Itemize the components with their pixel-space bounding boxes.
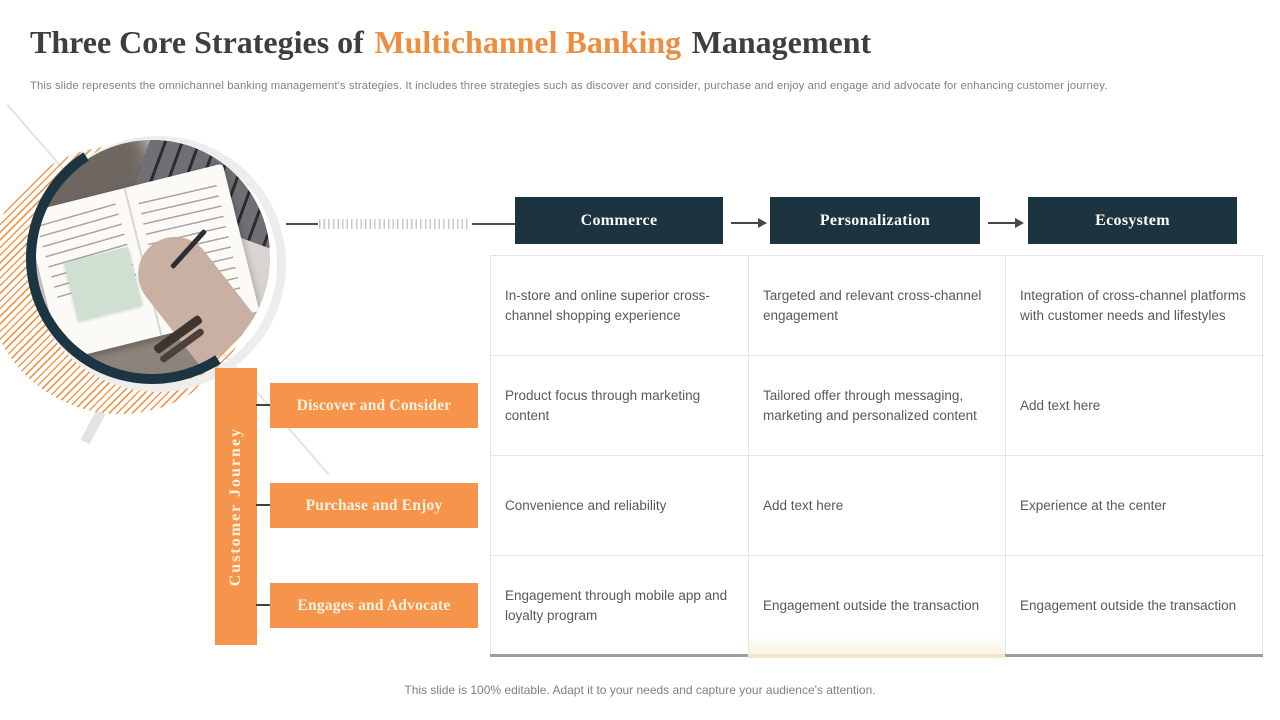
customer-journey-label: Customer Journey [227, 426, 244, 587]
stage-connector [256, 404, 270, 406]
title-part2: Management [691, 24, 872, 60]
table-cell: Add text here [1006, 356, 1264, 456]
slide-subtitle: This slide represents the omnichannel ba… [30, 80, 1108, 92]
stage-connector [256, 504, 270, 506]
table-bottom-bar-gray [1005, 654, 1263, 657]
footer-note: This slide is 100% editable. Adapt it to… [404, 683, 876, 697]
flow-step-commerce: Commerce [515, 197, 723, 244]
title-part1: Three Core Strategies of [30, 24, 364, 60]
table-cell: Add text here [749, 456, 1006, 556]
table-bottom-bar-gray [490, 654, 748, 657]
flow-step-personalization: Personalization [770, 197, 980, 244]
table-cell: Engagement outside the transaction [1020, 598, 1237, 614]
connector-ticks [319, 219, 471, 229]
table-bottom-bar-cream [748, 654, 1005, 658]
table-cell: Product focus through marketing content [491, 356, 749, 456]
flow-step-ecosystem: Ecosystem [1028, 197, 1237, 244]
arrow-right-icon [731, 218, 767, 228]
table-cell: Targeted and relevant cross-channel enga… [749, 256, 1006, 356]
stage-engages-and-advocate: Engages and Advocate [270, 583, 478, 628]
stage-connector [256, 604, 270, 606]
diagonal-line-stub [80, 409, 106, 445]
table-cell: Tailored offer through messaging, market… [749, 356, 1006, 456]
customer-journey-axis: Customer Journey [215, 368, 257, 645]
table-cell: Engagement outside the transaction [749, 556, 1006, 656]
connector-line-left [286, 223, 318, 225]
arrow-right-icon [988, 218, 1024, 228]
notebook-photo [34, 140, 270, 376]
table-cell: Engagement through mobile app and loyalt… [491, 556, 749, 656]
title-accent: Multichannel Banking [374, 24, 682, 60]
table-cell: In-store and online superior cross-chann… [491, 256, 749, 356]
connector-line-right [472, 223, 515, 225]
stage-discover-and-consider: Discover and Consider [270, 383, 478, 428]
table-cell: Convenience and reliability [491, 456, 749, 556]
page-title: Three Core Strategies of Multichannel Ban… [30, 24, 871, 61]
table-cell: Integration of cross-channel platforms w… [1006, 256, 1264, 356]
table-cell: Experience at the center [1006, 456, 1264, 556]
stage-purchase-and-enjoy: Purchase and Enjoy [270, 483, 478, 528]
strategy-table: In-store and online superior cross-chann… [490, 255, 1264, 656]
